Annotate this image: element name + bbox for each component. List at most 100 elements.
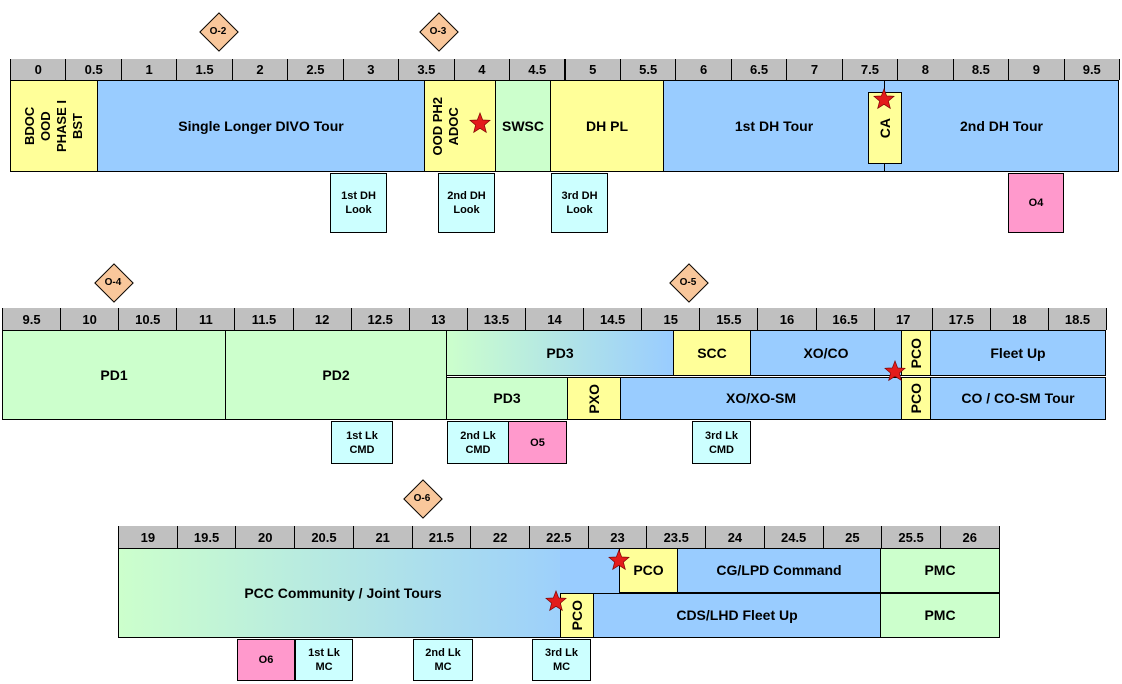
pco-bottom-block: PCO [901,377,931,420]
pd2-block: PD2 [225,330,447,420]
o5-marker: O5 [508,421,567,464]
star-icon [873,88,895,110]
milestone-o5: O-5 [669,263,709,303]
tick-label: 11.5 [234,308,294,330]
tick-label: 21.5 [411,526,472,548]
milestone-o6: O-6 [403,479,443,519]
tick-label: 11 [176,308,236,330]
scc-block: SCC [673,330,751,376]
xo-xo-sm-block: XO/XO-SM [620,377,902,420]
tick-label: 24.5 [763,526,824,548]
tick-label: 8.5 [952,59,1010,80]
tick-label: 4 [453,59,511,80]
tick-label: 3.5 [398,59,455,80]
tick-label: 15.5 [699,308,759,330]
tick-label: 12 [292,308,352,330]
pxo-block: PXO [567,377,621,420]
tick-label: 7 [786,59,843,80]
tick-label: 16.5 [815,308,875,330]
co-co-sm-tour-block: CO / CO-SM Tour [930,377,1106,420]
tick-label: 9 [1008,59,1065,80]
tick-label: 18.5 [1047,308,1108,330]
milestone-o4: O-4 [94,263,134,303]
tick-label: 14 [524,308,585,330]
tick-label: 19 [118,526,178,548]
tick-label: 22.5 [528,526,589,548]
pcc-community-block: PCC Community / Joint Tours [118,548,598,638]
tick-label: 10 [60,308,120,330]
tick-label: 9.5 [2,308,62,330]
tick-label: 19.5 [176,526,237,548]
star-icon [884,360,906,382]
tick-label: 20.5 [294,526,354,548]
dh-pl-block: DH PL [550,80,664,172]
tick-label: 6 [675,59,732,80]
tick-label: 7.5 [841,59,899,80]
star-icon [545,590,567,612]
tick-label: 1.5 [176,59,233,80]
pco-top-block: PCO [619,548,678,593]
tick-label: 21 [352,526,413,548]
cds-lhd-fleet-up-block: CDS/LHD Fleet Up [593,593,881,638]
o4-marker: O4 [1008,173,1064,233]
star-icon [608,549,630,571]
tick-label: 17.5 [931,308,991,330]
tick-label: 23 [587,526,648,548]
pd3-top-block: PD3 [446,330,674,376]
tick-label: 18 [989,308,1049,330]
pco-top-block: PCO [901,330,931,376]
cg-lpd-command-block: CG/LPD Command [677,548,881,593]
tick-label: 9.5 [1063,59,1120,80]
pd3-bottom-block: PD3 [446,377,568,420]
pcc-blue-fill [560,548,620,593]
o6-marker: O6 [237,639,295,681]
pmc-top-block: PMC [880,548,1000,593]
milestone-o2: O-2 [199,12,239,52]
pd1-block: PD1 [2,330,226,420]
tick-label: 25.5 [881,526,941,548]
tick-label: 8 [897,59,954,80]
tick-label: 14.5 [583,308,643,330]
tick-label: 10.5 [118,308,178,330]
tick-label: 12.5 [350,308,410,330]
tick-label: 17 [873,308,933,330]
tick-label: 20 [235,526,296,548]
tick-label: 23.5 [646,526,707,548]
tick-label: 3 [342,59,400,80]
tick-label: 6.5 [730,59,788,80]
milestone-o3: O-3 [419,12,459,52]
pmc-bottom-block: PMC [880,593,1000,638]
xo-co-block: XO/CO [750,330,902,376]
second-dh-tour-block: 2nd DH Tour [884,80,1119,172]
tick-label: 4.5 [509,59,566,80]
tick-label: 5.5 [619,59,677,80]
first-dh-tour-block: 1st DH Tour [663,80,885,172]
tick-label: 26 [939,526,1000,548]
tick-label: 22 [470,526,530,548]
tick-label: 24 [705,526,765,548]
tick-label: 0 [10,59,67,80]
bdoc-ood-block: BDOC OOD PHASE I BST [10,80,98,172]
tick-label: 13.5 [466,308,526,330]
tick-label: 0.5 [65,59,122,80]
tick-label: 2.5 [287,59,344,80]
tick-label: 16 [757,308,817,330]
star-icon [469,112,491,134]
divo-tour-block: Single Longer DIVO Tour [97,80,425,172]
tick-label: 13 [408,308,468,330]
tick-label: 1 [120,59,178,80]
swsc-block: SWSC [495,80,551,172]
tick-label: 15 [641,308,701,330]
tick-label: 25 [822,526,883,548]
tick-label: 2 [231,59,289,80]
fleet-up-block: Fleet Up [930,330,1106,376]
